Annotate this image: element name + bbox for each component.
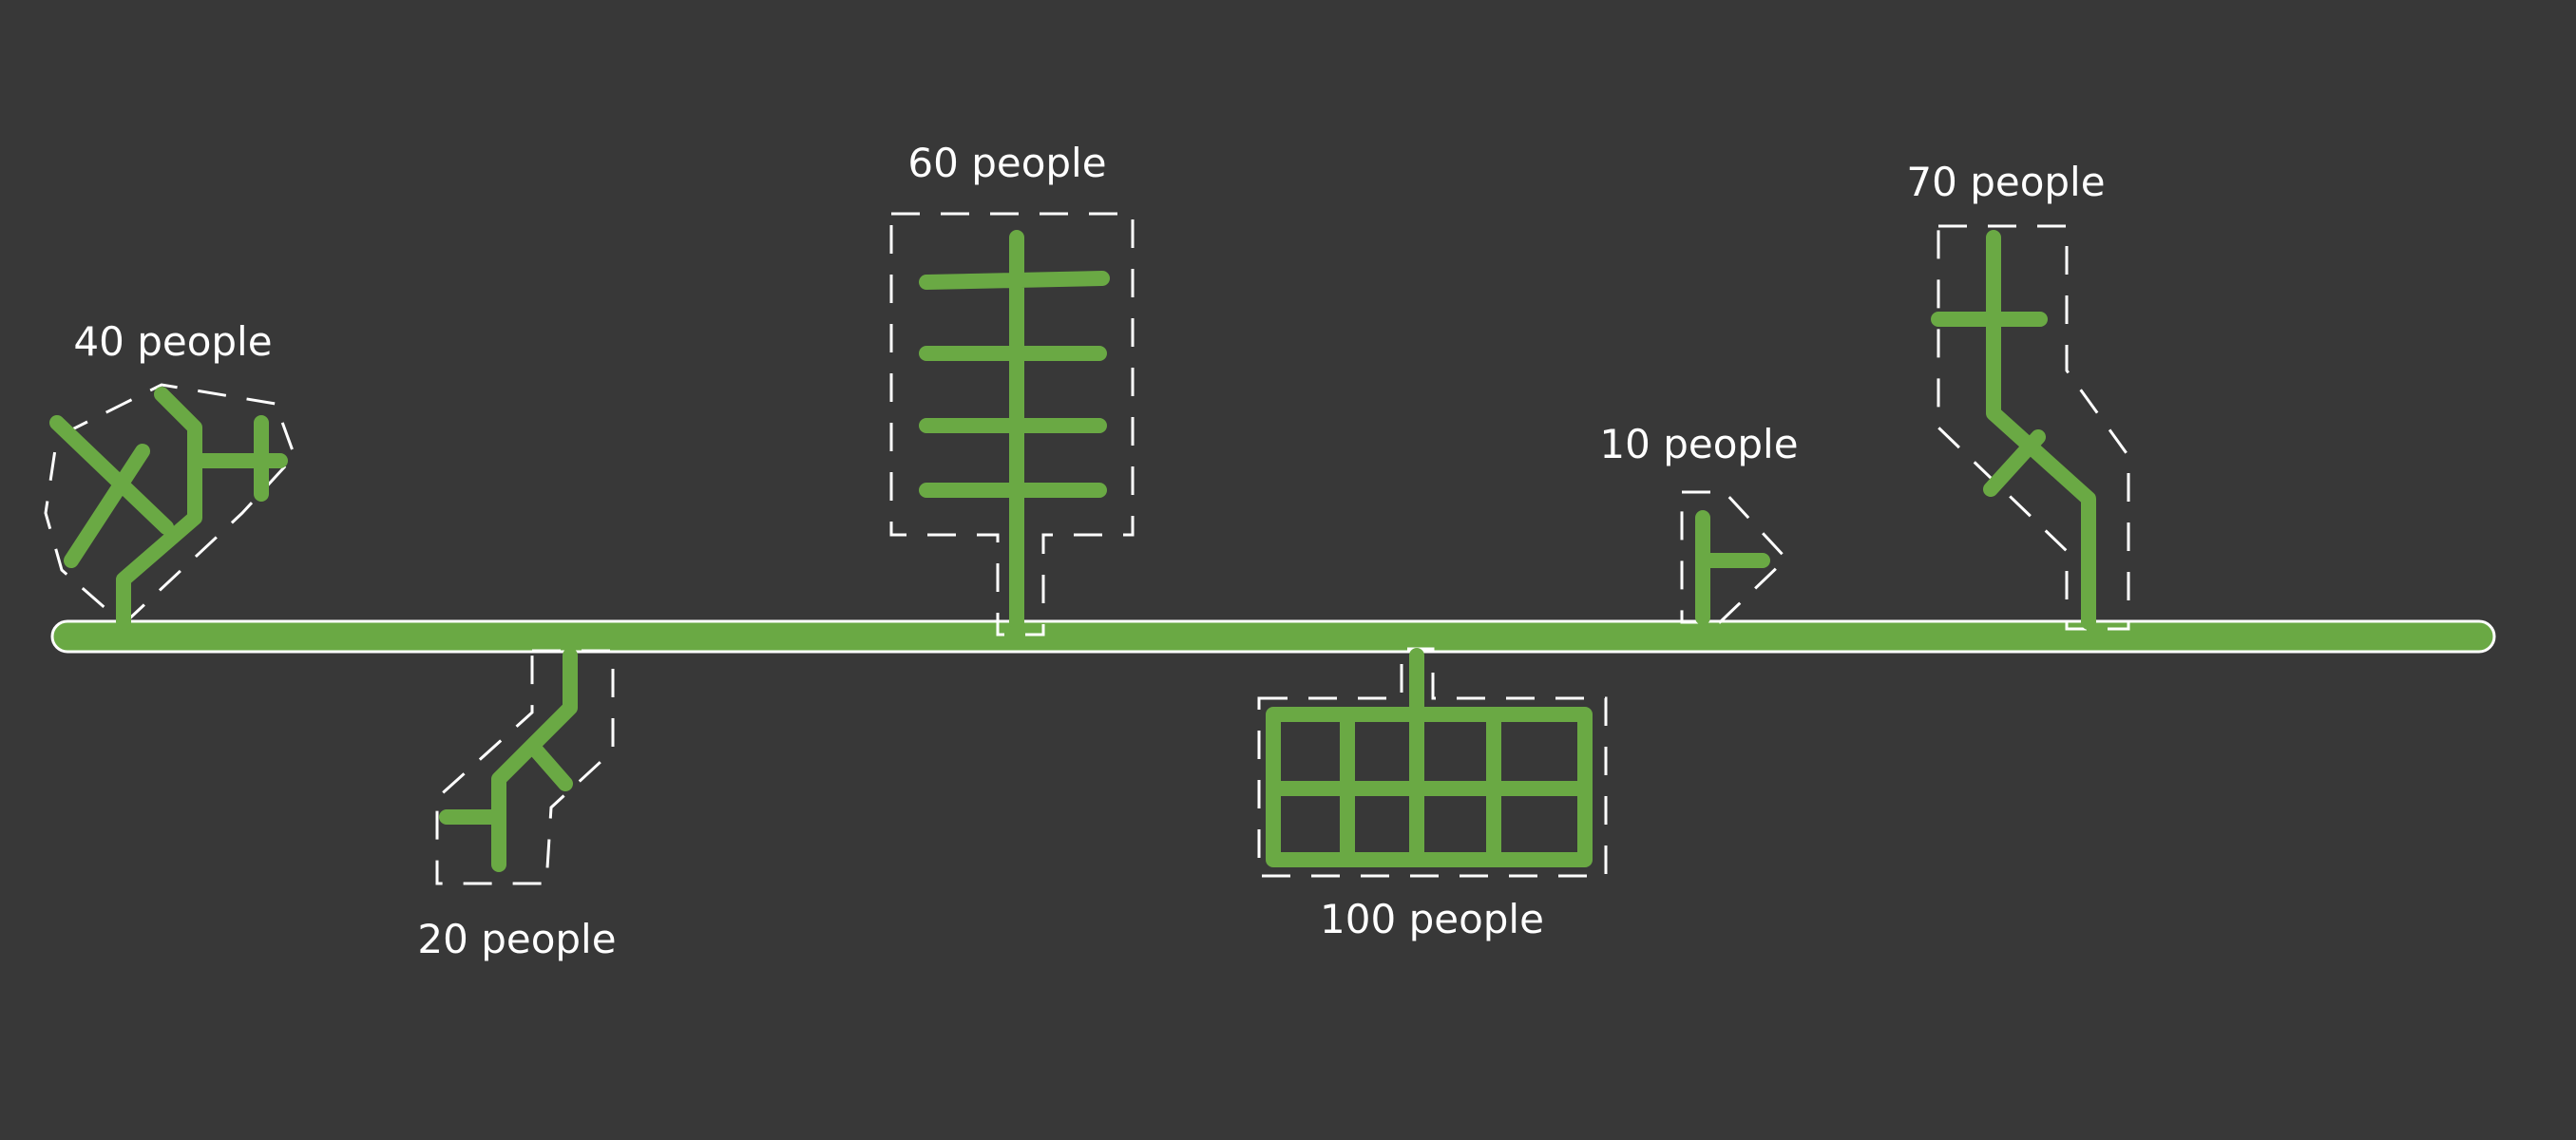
label-70-people: 70 people (1906, 159, 2105, 205)
cluster-70-outline (1937, 224, 2130, 631)
label-40-people: 40 people (73, 318, 272, 365)
cluster-70-people: 70 people (1906, 159, 2130, 631)
label-60-people: 60 people (907, 140, 1106, 186)
cluster-20-streets (439, 648, 578, 872)
cluster-40-people: 40 people (44, 318, 296, 630)
main-road (50, 619, 2496, 654)
label-100-people: 100 people (1320, 896, 1544, 942)
cluster-60-streets (919, 230, 1110, 630)
cluster-10-streets (1695, 510, 1770, 625)
cluster-20-outline (435, 649, 615, 885)
cluster-100-streets (1266, 648, 1593, 867)
cluster-70-streets (1931, 230, 2096, 630)
cluster-40-outline (44, 383, 296, 627)
label-20-people: 20 people (417, 916, 616, 962)
label-10-people: 10 people (1599, 421, 1798, 467)
cluster-100-outline (1257, 647, 1608, 878)
cluster-40-streets (49, 387, 288, 630)
cluster-60-outline (889, 212, 1135, 636)
cluster-10-people: 10 people (1599, 421, 1799, 625)
cluster-20-people: 20 people (417, 648, 617, 962)
cluster-60-people: 60 people (889, 140, 1135, 636)
cluster-100-people: 100 people (1257, 647, 1608, 942)
